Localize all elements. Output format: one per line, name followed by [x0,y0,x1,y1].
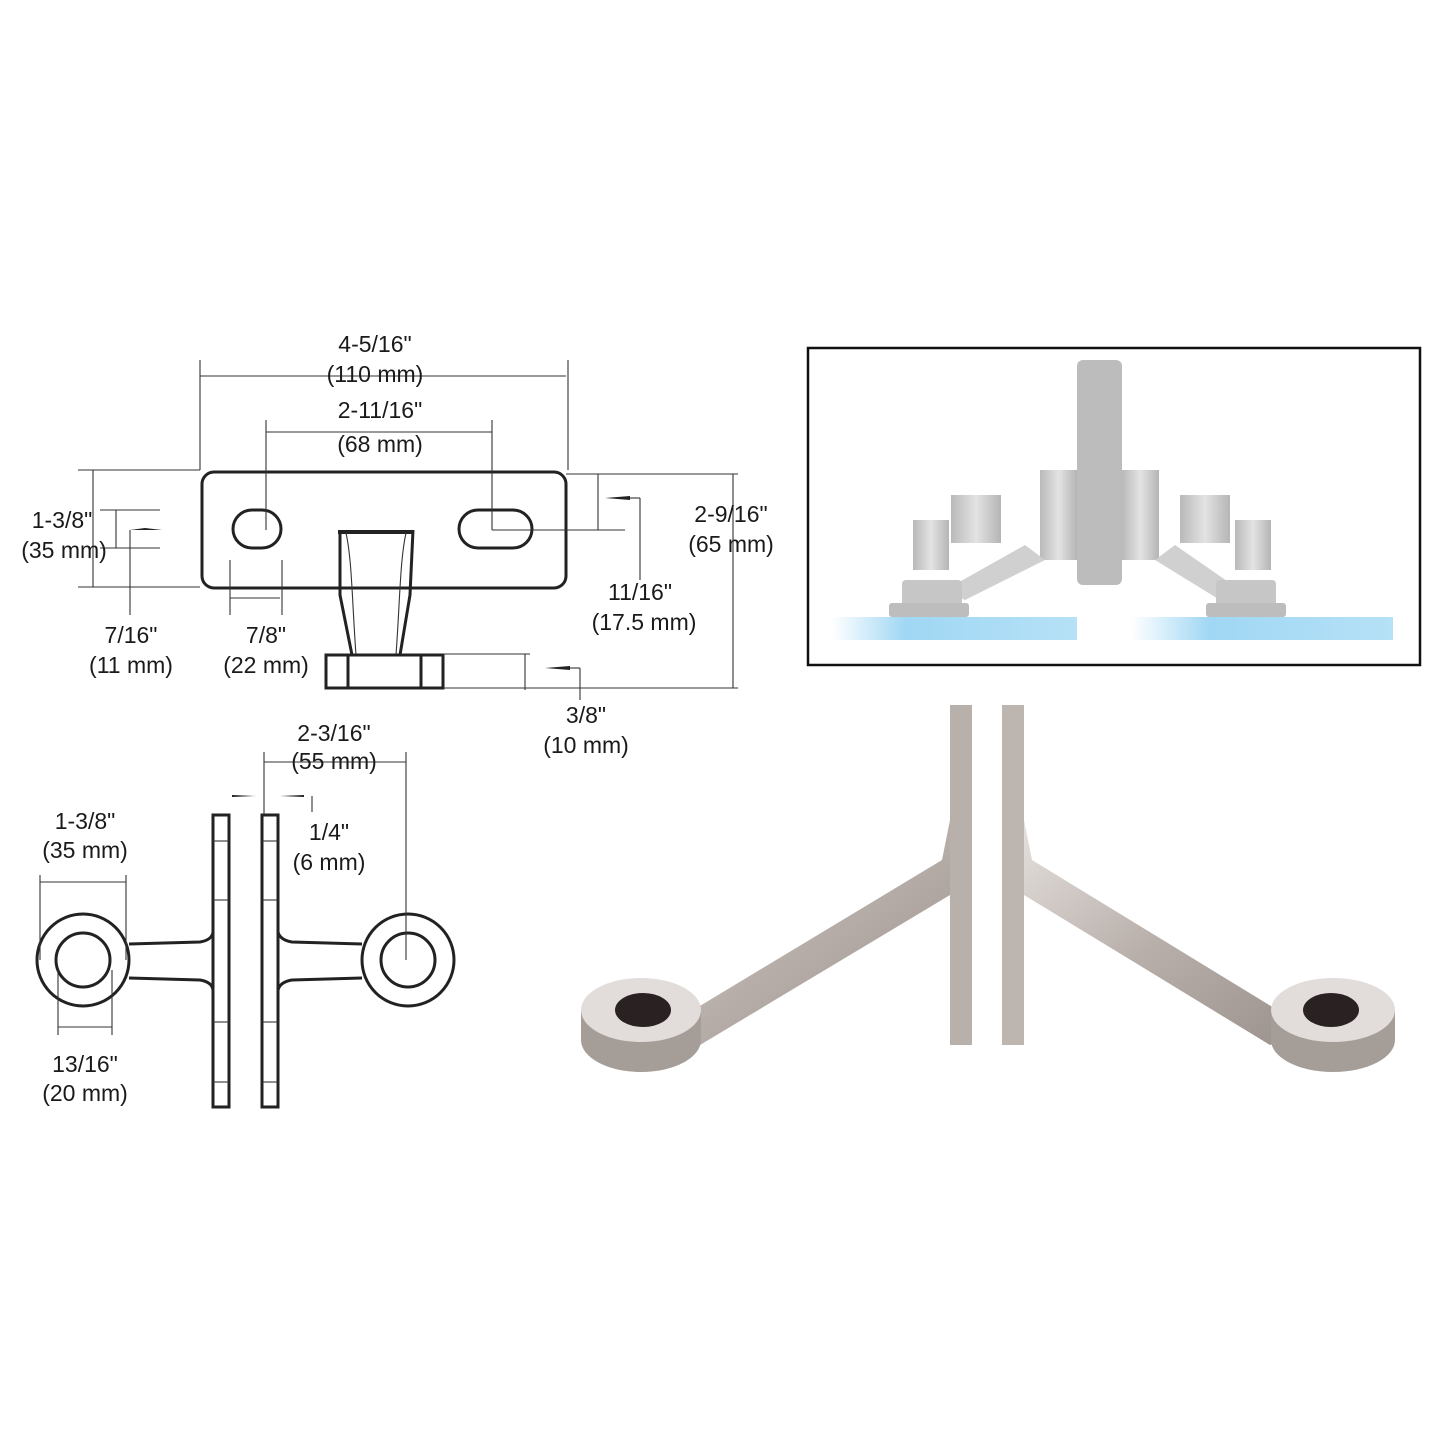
product-photo [581,705,1395,1072]
dim-ring-inner: 13/16" [52,1051,118,1077]
ring-left-inner [54,931,112,989]
dim-plate-height-mm: (35 mm) [21,537,107,563]
dim-arm-reach-mm: (55 mm) [291,748,377,774]
dimension-labels: 4-5/16" (110 mm) 2-11/16" (68 mm) 1-3/8"… [21,331,774,1106]
fin-glass [1077,360,1122,585]
dim-ring-outer: 1-3/8" [55,808,116,834]
glass-panel-left [832,617,1077,640]
dim-overall-height: 2-9/16" [694,501,767,527]
dim-arm-reach: 2-3/16" [297,720,370,746]
dim-slot-offset-mm: (17.5 mm) [592,609,697,635]
dim-overall-width-mm: (110 mm) [327,361,424,387]
slot-right [457,508,534,550]
dim-slot-width: 7/8" [246,622,286,648]
dim-hole-spacing-mm: (68 mm) [337,431,423,457]
arm-left [660,820,950,1045]
mount-plate-left [950,705,972,1045]
ring-left-outer [35,912,131,1008]
dim-overall-height-mm: (65 mm) [688,531,774,557]
dim-slot-width-mm: (22 mm) [223,652,309,678]
plate-right [260,813,280,1109]
dim-slot-height: 7/16" [105,622,158,648]
arm-right [1024,820,1310,1045]
dim-slot-offset: 11/16" [608,579,672,605]
dim-base-thickness: 3/8" [566,702,606,728]
dim-base-thickness-mm: (10 mm) [543,732,629,758]
base-block [324,653,445,690]
dim-plate-thickness-mm: (6 mm) [293,849,366,875]
glass-panel-right [1131,617,1393,640]
dim-overall-width: 4-5/16" [338,331,411,357]
dim-plate-thickness: 1/4" [309,819,349,845]
slot-left [231,508,283,550]
dim-ring-inner-mm: (20 mm) [42,1080,128,1106]
top-view-drawing [78,360,738,700]
mount-plate-right [1002,705,1024,1045]
dim-plate-height: 1-3/8" [32,507,93,533]
side-view-drawing [35,752,456,1109]
dim-slot-height-mm: (11 mm) [89,652,173,678]
ring-right-inner [379,931,437,989]
plate-left [211,813,231,1109]
ring-left-hole [615,993,671,1027]
ring-right-hole [1303,993,1359,1027]
arm-profile [338,529,415,656]
installation-inset [806,346,1422,667]
ring-right-outer [360,912,456,1008]
dim-hole-spacing: 2-11/16" [338,397,422,423]
dim-ring-outer-mm: (35 mm) [42,837,128,863]
